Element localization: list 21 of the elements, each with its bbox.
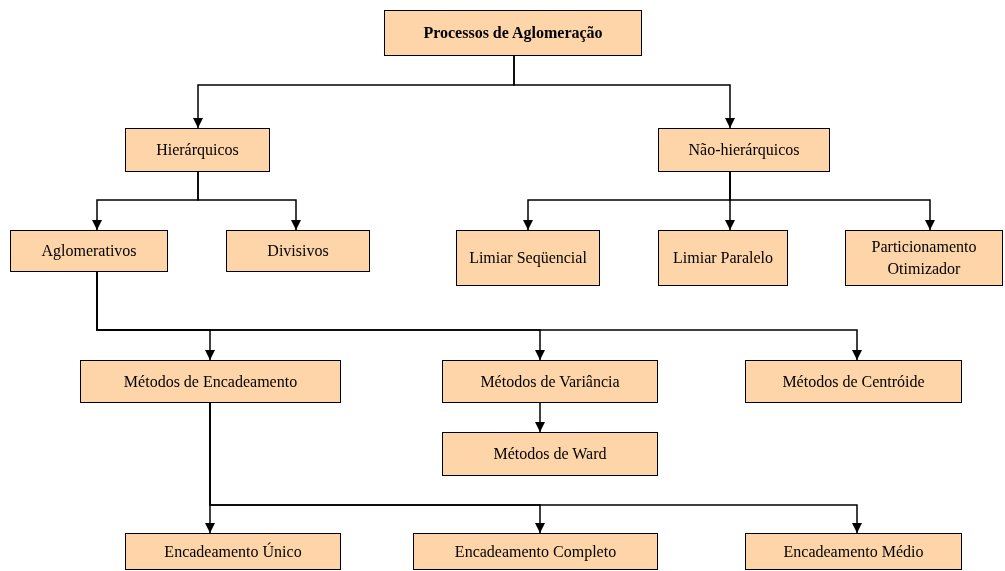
- process-box: Limiar Seqüencial: [456, 230, 600, 286]
- process-box: Métodos de Encadeamento: [80, 360, 341, 403]
- arrow: [96, 271, 862, 361]
- process-box: Hierárquicos: [125, 128, 270, 172]
- process-box: Encadeamento Único: [125, 533, 341, 570]
- process-box: Não-hierárquicos: [658, 128, 830, 172]
- process-box: Divisivos: [226, 230, 370, 272]
- process-box: Aglomerativos: [10, 230, 168, 272]
- process-box: Encadeamento Completo: [413, 533, 658, 570]
- arrow: [197, 171, 301, 231]
- arrow: [209, 402, 862, 534]
- process-box: Particionamento Otimizador: [845, 230, 1003, 286]
- process-box: Limiar Paralelo: [658, 230, 788, 286]
- process-box: Processos de Aglomeração: [384, 10, 642, 56]
- arrow: [513, 55, 735, 129]
- process-box: Métodos de Variância: [442, 360, 658, 403]
- arrow: [535, 402, 545, 433]
- arrow: [729, 171, 935, 231]
- process-box: Encadeamento Médio: [745, 533, 962, 570]
- process-box: Métodos de Centróide: [745, 360, 962, 403]
- process-box: Métodos de Ward: [442, 432, 658, 476]
